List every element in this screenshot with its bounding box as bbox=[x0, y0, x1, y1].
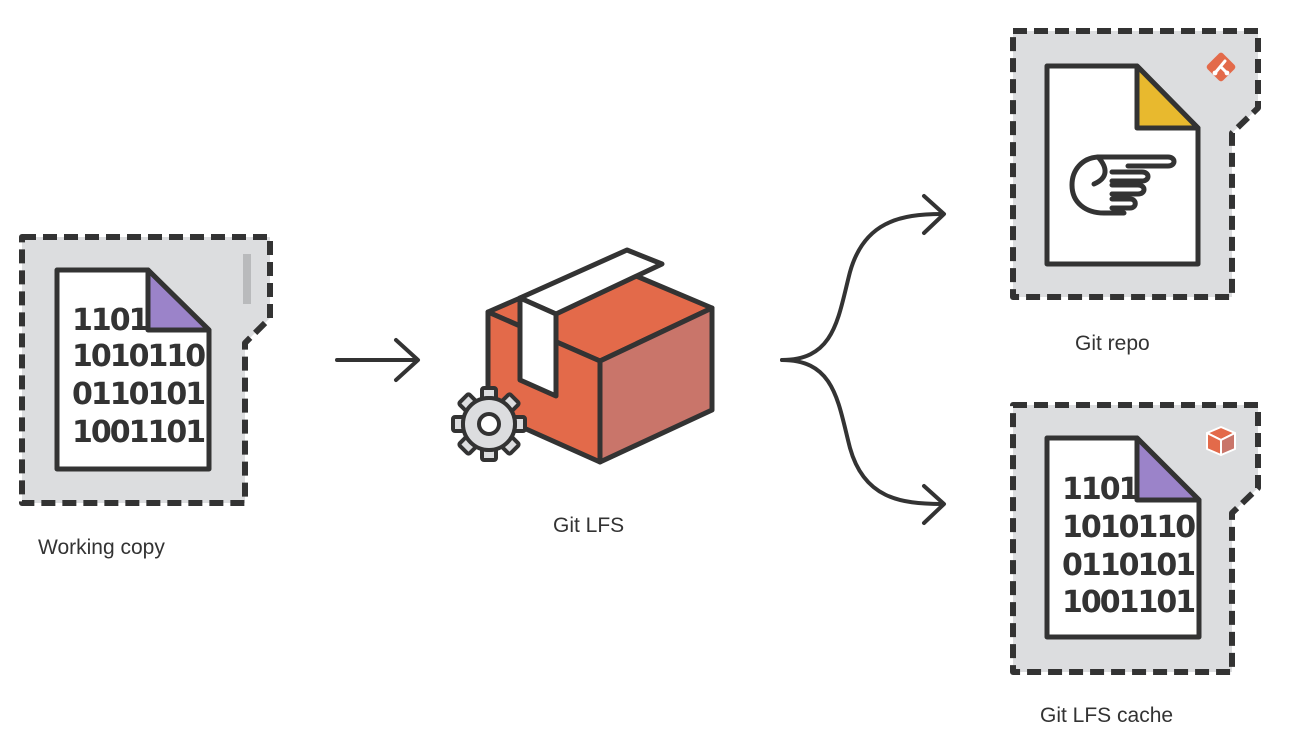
git-repo-panel bbox=[1010, 28, 1261, 300]
git-lfs-label: Git LFS bbox=[553, 514, 625, 537]
working-copy-panel: 1101 1010110 0110101 1001101 bbox=[19, 234, 273, 506]
arrow-right-icon bbox=[335, 338, 420, 382]
git-lfs-cache-panel: 1101 1010110 0110101 1001101 bbox=[1010, 402, 1261, 675]
box-badge-icon bbox=[1206, 426, 1236, 456]
git-repo-label: Git repo bbox=[1075, 332, 1150, 355]
binary-text: 1101 1010110 0110101 1001101 bbox=[1062, 472, 1197, 620]
binary-line: 0110101 bbox=[1062, 548, 1194, 583]
binary-line: 1010110 bbox=[72, 339, 205, 374]
pointer-file-icon bbox=[1044, 63, 1201, 267]
working-copy-label: Working copy bbox=[38, 536, 165, 559]
scroll-indicator bbox=[243, 254, 251, 304]
fork-arrow-icon bbox=[780, 194, 946, 525]
binary-line: 0110101 bbox=[72, 377, 204, 412]
binary-text: 1101 1010110 0110101 1001101 bbox=[72, 303, 207, 450]
gear-icon bbox=[451, 386, 527, 462]
git-lfs-cache-label: Git LFS cache bbox=[1040, 704, 1174, 727]
binary-line: 1101 bbox=[1062, 472, 1138, 507]
binary-line: 1010110 bbox=[1062, 510, 1195, 545]
git-logo-icon bbox=[1206, 52, 1236, 82]
binary-file-icon: 1101 1010110 0110101 1001101 bbox=[54, 267, 212, 472]
binary-line: 1001101 bbox=[72, 415, 204, 450]
binary-line: 1001101 bbox=[1062, 585, 1194, 620]
pointing-hand-icon bbox=[1069, 154, 1177, 216]
binary-file-icon: 1101 1010110 0110101 1001101 bbox=[1044, 435, 1202, 640]
binary-line: 1101 bbox=[72, 303, 148, 338]
